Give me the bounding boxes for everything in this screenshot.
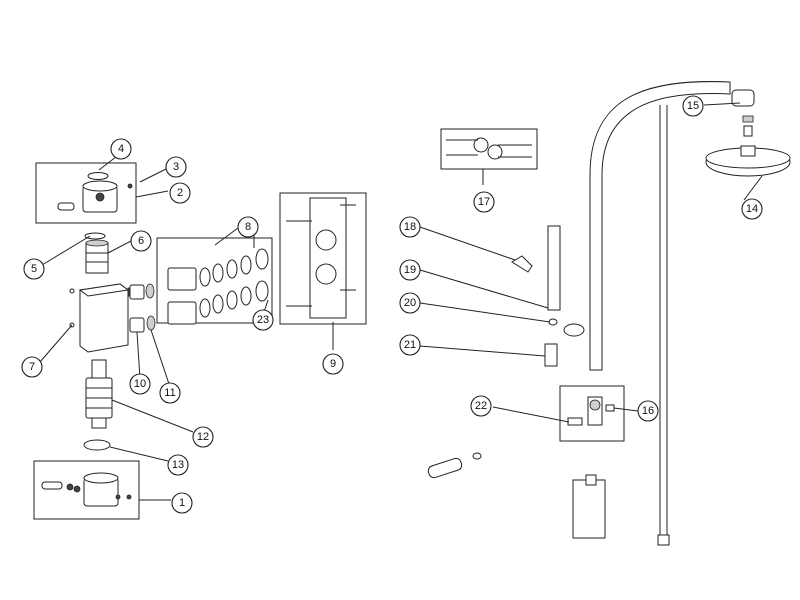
callout-label: 13 [172,459,184,471]
callout-label: 18 [404,221,416,233]
callout-label: 7 [29,361,35,373]
callout-label: 6 [138,235,144,247]
callout-10: 10 [129,373,151,395]
callout-label: 2 [177,187,183,199]
hand-shower [511,225,561,311]
callout-label: 11 [164,387,175,399]
callout-1: 1 [171,492,193,514]
handle-kit-top [35,162,137,224]
callout-label: 5 [31,263,37,275]
wall-bracket-kit [440,128,538,170]
callout-23: 23 [252,309,274,331]
callout-label: 22 [475,400,487,412]
callout-label: 12 [197,431,209,443]
fittings [544,318,585,367]
handle-kit-bottom [33,460,140,520]
callout-label: 10 [134,378,146,390]
shower-hose [657,105,670,546]
retaining-ring [83,439,111,451]
callout-17: 17 [473,191,495,213]
callout-5: 5 [23,258,45,280]
shower-head [705,115,791,177]
callout-7: 7 [21,356,43,378]
callout-label: 8 [245,221,251,233]
wall-plate-kit [279,192,367,325]
callout-label: 23 [257,314,269,326]
seal-kit [156,237,273,325]
side-cartridges [129,283,156,333]
callout-16: 16 [637,400,659,422]
callout-12: 12 [192,426,214,448]
callout-21: 21 [399,334,421,356]
callout-label: 15 [687,100,699,112]
callout-label: 3 [173,161,179,173]
callout-6: 6 [130,230,152,252]
callout-label: 17 [478,196,490,208]
callout-4: 4 [110,138,132,160]
callout-11: 11 [159,382,181,404]
leader-lines [39,102,763,501]
callout-15: 15 [682,95,704,117]
thermostatic-cartridge [85,359,113,429]
callout-label: 16 [642,405,654,417]
callout-label: 20 [404,297,416,309]
diverter-kit [559,385,625,442]
callout-20: 20 [399,292,421,314]
callout-label: 21 [404,339,416,351]
callout-label: 4 [118,143,124,155]
callout-13: 13 [167,454,189,476]
callout-2: 2 [169,182,191,204]
callout-label: 19 [404,264,416,276]
callout-19: 19 [399,259,421,281]
callout-label: 1 [179,497,185,509]
callout-label: 9 [330,358,336,370]
loose-parts-bottom [427,452,606,539]
callout-label: 14 [746,203,758,215]
callout-3: 3 [165,156,187,178]
cartridge-upper [84,232,109,274]
callout-9: 9 [322,353,344,375]
callout-14: 14 [741,198,763,220]
callout-18: 18 [399,216,421,238]
callout-8: 8 [237,216,259,238]
riser-pipe [589,81,755,371]
callout-22: 22 [470,395,492,417]
valve-body [69,283,137,353]
